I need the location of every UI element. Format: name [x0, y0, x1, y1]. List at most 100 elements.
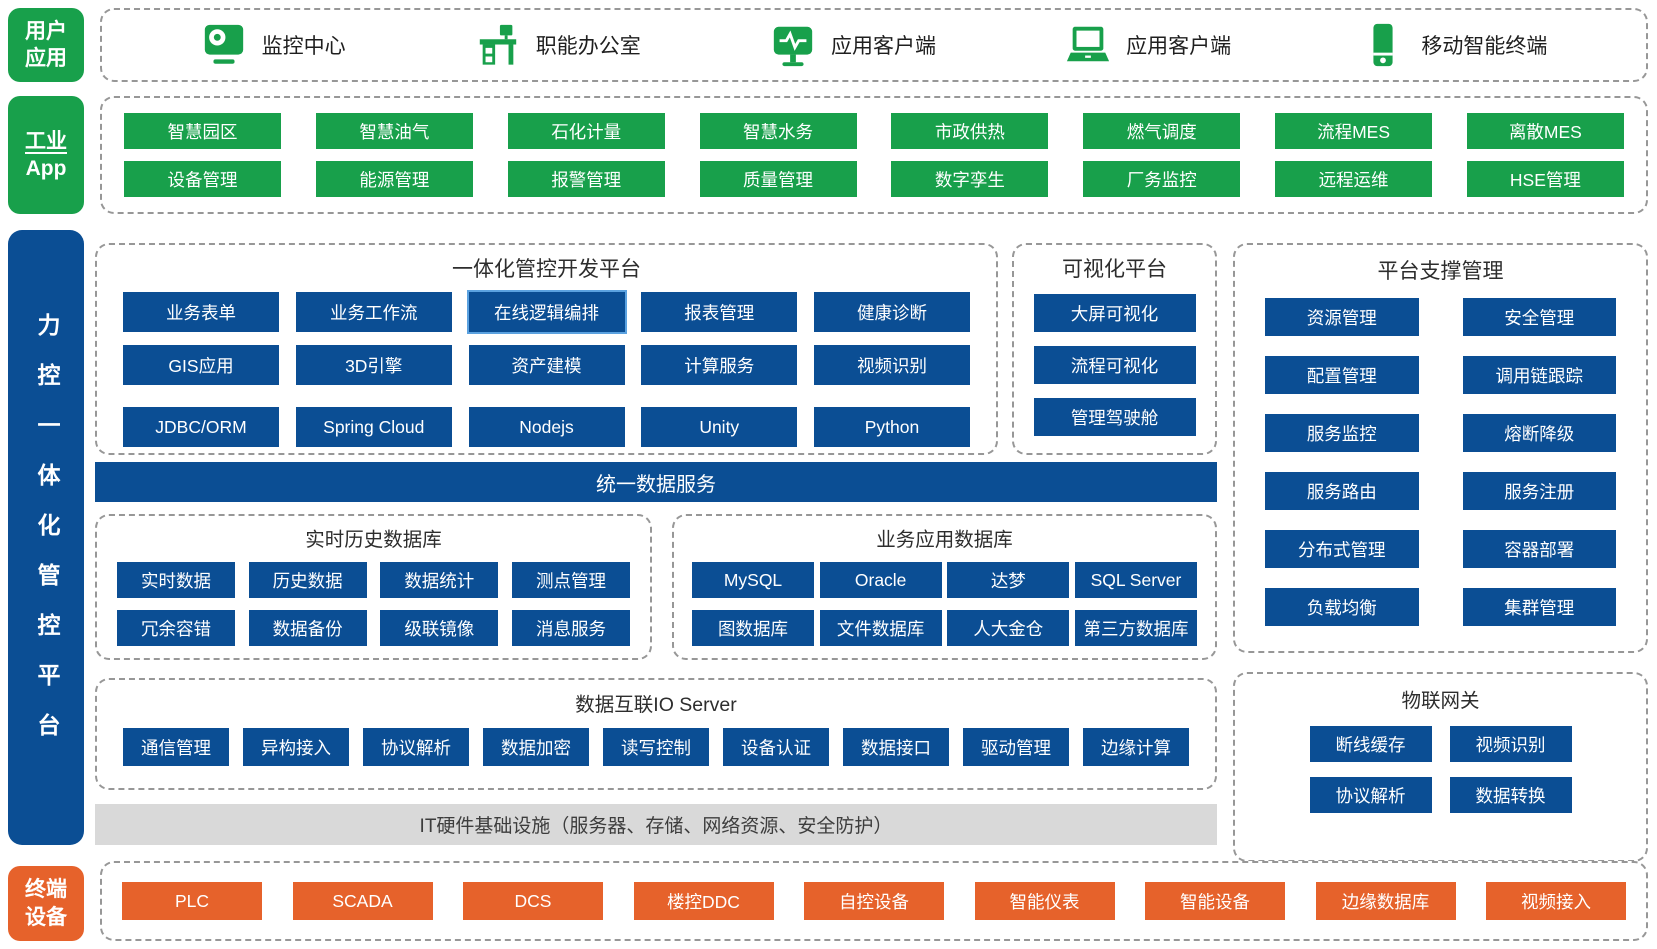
user-app-item: 应用客户端 [770, 22, 936, 68]
realtime-db-button: 实时数据 [117, 562, 235, 598]
support-button: 配置管理 [1265, 356, 1419, 394]
industry-app-button: 设备管理 [124, 161, 281, 197]
io-server-title: 数据互联IO Server [575, 694, 737, 716]
realtime-db-row-1: 实时数据历史数据数据统计测点管理 [117, 562, 630, 598]
support-button: 调用链跟踪 [1462, 356, 1616, 394]
dev-platform-row-1: 业务表单业务工作流在线逻辑编排报表管理健康诊断 [123, 290, 970, 334]
realtime-db-row-2: 冗余容错数据备份级联镜像消息服务 [117, 610, 630, 646]
user-app-item: 职能办公室 [475, 22, 641, 68]
io-server-button: 驱动管理 [963, 728, 1069, 766]
layer-badge-user-apps: 用户 应用 [8, 8, 84, 82]
industry-app-button: 报警管理 [507, 161, 665, 197]
dev-platform-button: 资产建模 [468, 345, 625, 385]
terminal-device-button: 边缘数据库 [1315, 882, 1456, 920]
io-server-button: 边缘计算 [1083, 728, 1189, 766]
user-app-item: 应用客户端 [1065, 22, 1231, 68]
iot-gateway-panel: 物联网关 断线缓存视频识别协议解析数据转换 [1233, 672, 1648, 862]
support-button: 容器部署 [1462, 530, 1616, 568]
realtime-db-button: 数据统计 [380, 562, 499, 598]
user-app-label: 应用客户端 [830, 35, 936, 58]
io-server-button: 数据接口 [843, 728, 949, 766]
io-server-panel: 数据互联IO Server 通信管理异构接入协议解析数据加密读写控制设备认证数据… [95, 678, 1217, 790]
runtime-tech-button: Unity [641, 407, 798, 447]
iot-gateway-grid: 断线缓存视频识别协议解析数据转换 [1309, 726, 1572, 813]
iot-gateway-button: 数据转换 [1449, 777, 1572, 813]
support-button: 服务注册 [1462, 472, 1616, 510]
layer-badge-terminal: 终端 设备 [8, 866, 84, 941]
business-db-button: 人大金仓 [947, 610, 1070, 646]
visualization-list: 大屏可视化流程可视化管理驾驶舱 [1033, 294, 1196, 436]
industry-app-button: 数字孪生 [891, 161, 1049, 197]
io-server-button: 异构接入 [243, 728, 349, 766]
industry-app-button: 智慧园区 [124, 113, 281, 149]
dev-platform-button: 3D引擎 [295, 345, 452, 385]
user-app-item: 移动智能终端 [1360, 22, 1547, 68]
industry-app-button: 智慧油气 [315, 113, 473, 149]
visualization-button: 流程可视化 [1033, 346, 1196, 384]
dev-platform-button: 健康诊断 [814, 292, 970, 332]
support-button: 资源管理 [1265, 298, 1419, 336]
industry-app-button: HSE管理 [1466, 161, 1624, 197]
terminal-device-button: 智能设备 [1145, 882, 1285, 920]
runtime-tech-button: JDBC/ORM [123, 407, 279, 447]
industry-app-button: 智慧水务 [699, 113, 857, 149]
io-server-button: 通信管理 [123, 728, 229, 766]
badge-line: 终端 [25, 878, 67, 902]
dev-platform-button: 视频识别 [814, 345, 970, 385]
user-app-label: 移动智能终端 [1421, 35, 1548, 58]
monitor-camera-icon [204, 24, 243, 64]
terminal-device-button: 智能仪表 [974, 882, 1115, 920]
business-db-button: MySQL [692, 562, 814, 598]
iot-gateway-button: 协议解析 [1309, 777, 1432, 813]
dev-platform-title: 一体化管控开发平台 [452, 258, 641, 281]
visualization-title: 可视化平台 [1062, 258, 1167, 281]
business-db-button: 图数据库 [692, 610, 814, 646]
runtime-tech-button: Nodejs [468, 407, 625, 447]
terminal-device-button: SCADA [292, 882, 433, 920]
business-db-button: SQL Server [1074, 562, 1197, 598]
user-app-label: 应用客户端 [1126, 35, 1232, 58]
iot-gateway-button: 视频识别 [1449, 726, 1572, 762]
dev-platform-button: 计算服务 [641, 345, 798, 385]
industry-app-button: 能源管理 [315, 161, 473, 197]
business-db-button: Oracle [819, 562, 942, 598]
business-db-button: 文件数据库 [819, 610, 942, 646]
realtime-db-button: 消息服务 [511, 610, 630, 646]
io-server-button: 设备认证 [723, 728, 829, 766]
visualization-button: 大屏可视化 [1033, 294, 1196, 332]
badge-line: 设备 [25, 905, 67, 929]
user-app-label: 监控中心 [261, 35, 346, 58]
support-panel: 平台支撑管理 资源管理安全管理配置管理调用链跟踪服务监控熔断降级服务路由服务注册… [1233, 243, 1648, 653]
industry-app-button: 质量管理 [699, 161, 857, 197]
support-grid: 资源管理安全管理配置管理调用链跟踪服务监控熔断降级服务路由服务注册分布式管理容器… [1265, 298, 1616, 626]
layer-badge-industry-app: 工业 App [8, 96, 84, 214]
user-app-item: 监控中心 [201, 22, 346, 68]
unified-data-service-bar: 统一数据服务 [95, 462, 1217, 502]
monitor-pulse-icon [773, 26, 813, 67]
runtime-tech-button: Spring Cloud [295, 407, 452, 447]
terminal-device-button: 楼控DDC [633, 882, 774, 920]
io-server-button: 数据加密 [483, 728, 589, 766]
business-db-title: 业务应用数据库 [876, 529, 1013, 551]
realtime-db-button: 数据备份 [248, 610, 367, 646]
io-server-row: 通信管理异构接入协议解析数据加密读写控制设备认证数据接口驱动管理边缘计算 [123, 728, 1189, 766]
support-button: 服务路由 [1265, 472, 1419, 510]
industry-app-button: 流程MES [1275, 113, 1433, 149]
business-db-row-2: 图数据库文件数据库人大金仓第三方数据库 [692, 610, 1197, 646]
terminal-device-button: 自控设备 [804, 882, 944, 920]
support-button: 集群管理 [1462, 588, 1616, 626]
industry-app-button: 市政供热 [891, 113, 1049, 149]
smartphone-icon [1373, 23, 1393, 67]
realtime-db-button: 冗余容错 [117, 610, 235, 646]
support-button: 服务监控 [1265, 414, 1419, 452]
badge-line: App [25, 157, 67, 180]
dev-platform-button: 业务表单 [123, 292, 279, 332]
badge-line: 应用 [25, 47, 67, 70]
iot-gateway-title: 物联网关 [1401, 690, 1480, 712]
